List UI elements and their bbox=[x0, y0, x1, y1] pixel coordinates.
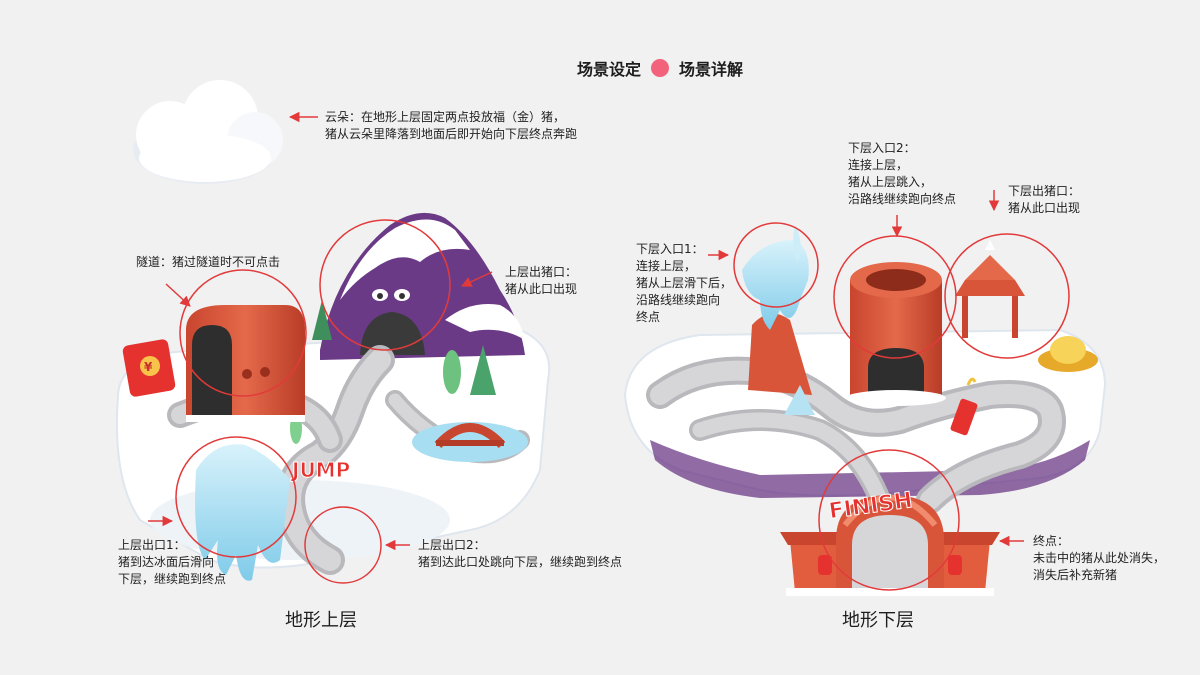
header-dot-icon bbox=[651, 59, 670, 77]
arrow-tunnel bbox=[165, 283, 191, 307]
highlight-upper-pig-exit bbox=[319, 219, 451, 351]
highlight-upper-exit-2 bbox=[304, 506, 382, 584]
note-upper-exit-2: 上层出口2： 猪到达此口处跳向下层，继续跑到终点 bbox=[418, 538, 623, 569]
highlight-lower-pig-exit bbox=[944, 233, 1070, 359]
note-tunnel: 隧道：猪过隧道时不可点击 bbox=[136, 255, 281, 269]
highlight-upper-exit-1 bbox=[175, 436, 297, 558]
lower-terrain bbox=[623, 225, 1107, 596]
highlight-lower-entry-1 bbox=[733, 222, 819, 308]
scene-header: 场景设定 场景详解 bbox=[577, 56, 743, 80]
caption-lower-terrain: 地形下层 bbox=[842, 610, 914, 631]
yuan-icon: ¥ bbox=[144, 360, 153, 374]
note-upper-exit-1: 上层出口1： 猪到达冰面后滑向 下层，继续跑到终点 bbox=[118, 538, 227, 586]
header-right-label: 场景详解 bbox=[679, 60, 744, 79]
highlight-circles bbox=[175, 219, 1070, 591]
callout-arrows bbox=[148, 111, 1024, 551]
note-cloud: 云朵：在地形上层固定两点投放福（金）猪， 猪从云朵里降落到地面后即开始向下层终点… bbox=[325, 110, 578, 141]
note-lower-pig-exit: 下层出猪口： 猪从此口出现 bbox=[1008, 184, 1081, 215]
header-left-label: 场景设定 bbox=[577, 60, 642, 79]
upper-terrain bbox=[115, 212, 551, 581]
jump-label: JUMP bbox=[290, 458, 350, 482]
note-lower-entry-2: 下层入口2： 连接上层， 猪从上层跳入， 沿路线继续跑向终点 bbox=[848, 141, 957, 206]
highlight-finish bbox=[818, 449, 960, 591]
note-finish-point: 终点： 未击中的猪从此处消失， 消失后补充新猪 bbox=[1033, 534, 1166, 582]
note-lower-entry-1: 下层入口1： 连接上层， 猪从上层滑下后， 沿路线继续跑向 终点 bbox=[636, 242, 733, 324]
note-upper-pig-exit: 上层出猪口： 猪从此口出现 bbox=[505, 265, 578, 296]
arrow-upper-pig-exit bbox=[461, 271, 493, 287]
highlight-tunnel bbox=[179, 269, 307, 397]
cloud-graphic bbox=[133, 80, 283, 184]
caption-upper-terrain: 地形上层 bbox=[285, 610, 357, 631]
